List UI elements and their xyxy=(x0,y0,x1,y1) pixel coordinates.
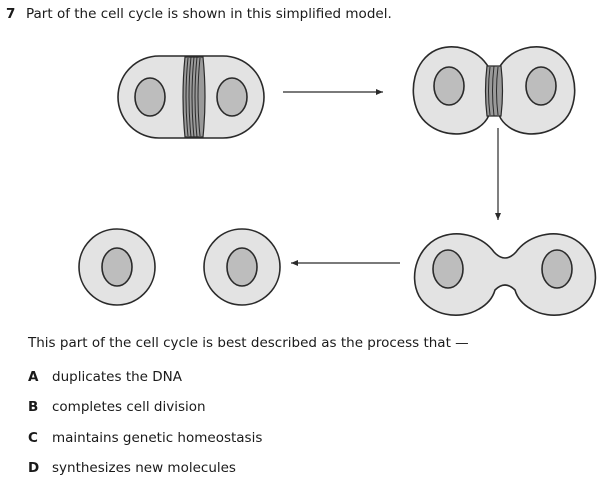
answer-choice-d[interactable]: D synthesizes new molecules xyxy=(28,460,262,490)
answer-choice-b[interactable]: B completes cell division xyxy=(28,399,262,429)
cell-nucleus xyxy=(432,249,464,289)
cell-nucleus xyxy=(525,66,557,106)
cell-nucleus xyxy=(433,66,465,106)
choice-letter: C xyxy=(28,429,38,446)
cell-cycle-diagram xyxy=(78,46,597,316)
cell-nucleus xyxy=(226,247,258,287)
stage-4-daughter-cells xyxy=(78,228,281,306)
answer-choices: A duplicates the DNA B completes cell di… xyxy=(28,369,262,490)
choice-text: duplicates the DNA xyxy=(52,369,182,385)
contractile-ring xyxy=(182,56,206,138)
choice-letter: B xyxy=(28,399,39,416)
answer-choice-a[interactable]: A duplicates the DNA xyxy=(28,369,262,399)
cell-nucleus xyxy=(101,247,133,287)
question-text: Part of the cell cycle is shown in this … xyxy=(26,6,392,22)
cell-nucleus xyxy=(216,77,248,117)
stage-1-elongated-cell xyxy=(117,55,265,139)
contractile-ring xyxy=(484,65,504,117)
answer-choice-c[interactable]: C maintains genetic homeostasis xyxy=(28,430,262,460)
question-number: 7 xyxy=(6,6,16,22)
stage-2-pinching-cell xyxy=(412,46,576,135)
cell-nucleus xyxy=(134,77,166,117)
choice-letter: D xyxy=(28,459,40,476)
question-stem: 7 Part of the cell cycle is shown in this… xyxy=(6,6,392,23)
question-prompt: This part of the cell cycle is best desc… xyxy=(28,335,469,351)
choice-text: completes cell division xyxy=(52,399,206,416)
cell-nucleus xyxy=(541,249,573,289)
choice-text: maintains genetic homeostasis xyxy=(52,429,263,446)
choice-letter: A xyxy=(28,369,39,385)
choice-text: synthesizes new molecules xyxy=(52,459,236,476)
stage-3-nearly-separated-cell xyxy=(413,233,597,316)
